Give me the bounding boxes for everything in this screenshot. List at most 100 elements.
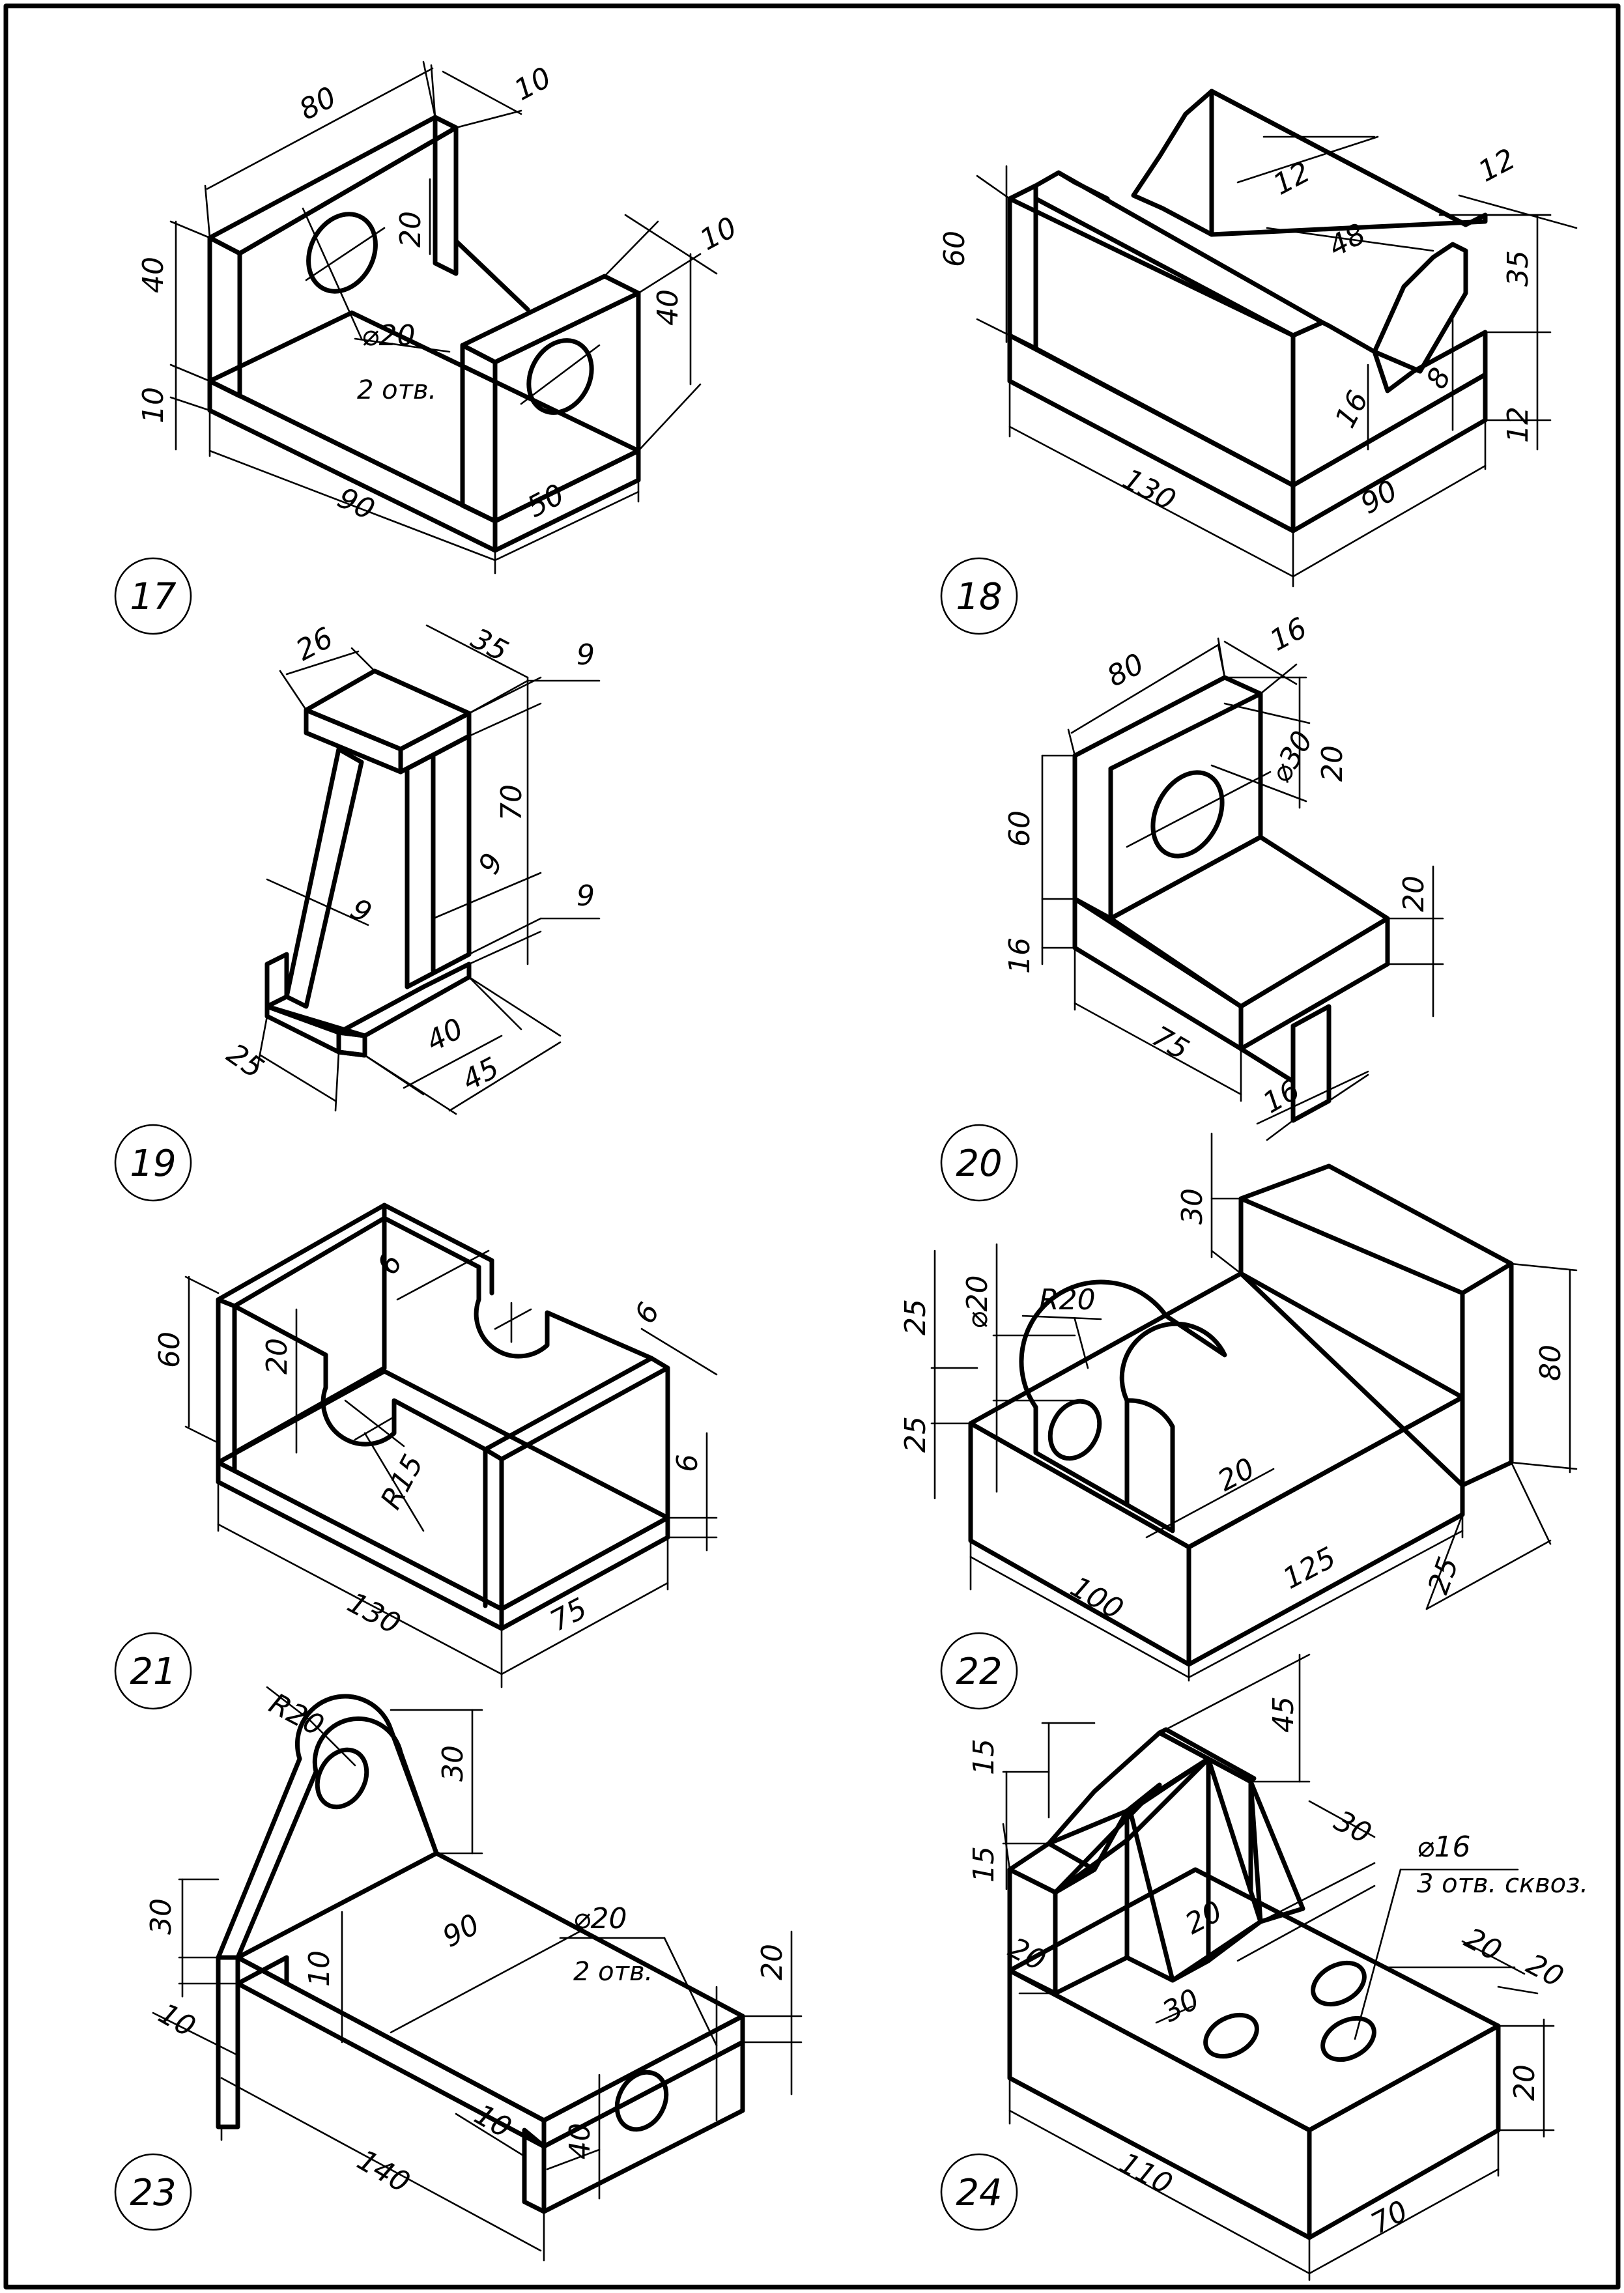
dim-22-4: 25 xyxy=(899,1416,932,1453)
dim-23-7: 10 xyxy=(153,1997,201,2044)
dim-18-8: 130 xyxy=(1117,463,1181,517)
dim-21-5: R15 xyxy=(375,1449,431,1515)
dimension-lines-23 xyxy=(152,1686,803,2262)
dimension-lines-18 xyxy=(976,135,1578,588)
dim-18-9: 90 xyxy=(1355,474,1403,520)
dim-17-5: 40 xyxy=(651,289,685,326)
dim-24-9: 30 xyxy=(1157,1982,1204,2029)
label-circle-20 xyxy=(940,1124,1018,1202)
dim-23-2: 30 xyxy=(145,1898,178,1935)
note-17: 2 отв. xyxy=(357,375,436,405)
dim-24-8: 20 xyxy=(1521,1948,1569,1994)
dim-19-3: 70 xyxy=(495,784,528,821)
dim-24-12: 20 xyxy=(1508,2064,1541,2101)
dim-22-7: 100 xyxy=(1065,1570,1129,1626)
dim-21-3: 6 xyxy=(629,1297,666,1329)
part-21-outline xyxy=(216,1203,670,1631)
label-22: 22 xyxy=(956,1651,1002,1693)
dim-17-4: 40 xyxy=(137,257,170,293)
dim-19-6: 9 xyxy=(577,879,595,913)
dim-24-2: 45 xyxy=(1267,1696,1300,1733)
dim-23-4: 90 xyxy=(437,1907,485,1954)
dim-19-5: 9 xyxy=(472,847,510,879)
sheet-frame xyxy=(3,3,1621,2290)
dim-24-10: 110 xyxy=(1114,2146,1178,2201)
dim-20-7: 75 xyxy=(1147,1019,1195,1066)
dim-17-2: 10 xyxy=(694,210,742,257)
dim-20-3: 20 xyxy=(1316,745,1349,782)
dim-22-6: 20 xyxy=(1212,1451,1260,1498)
part-17-outline xyxy=(207,115,641,553)
dim-23-5: ⌀20 xyxy=(573,1902,627,1935)
dim-19-4: 9 xyxy=(345,892,377,930)
note-23: 2 отв. xyxy=(573,1957,653,1987)
dim-20-2: ⌀30 xyxy=(1264,726,1319,789)
dim-17-9: ⌀20 xyxy=(362,319,415,352)
label-24: 24 xyxy=(956,2172,1002,2214)
drawing-21: 6 60 20 6 6 R15 130 75 21 xyxy=(114,1203,718,1710)
label-circle-18 xyxy=(940,557,1018,635)
label-23: 23 xyxy=(130,2172,176,2214)
dim-19-8: 40 xyxy=(421,1012,468,1058)
dimension-lines-22 xyxy=(930,1132,1578,1682)
dim-19-1: 35 xyxy=(466,622,513,668)
part-23-outline xyxy=(216,1694,745,2214)
dim-23-1: 30 xyxy=(436,1745,470,1782)
label-circle-21 xyxy=(114,1632,192,1710)
part-20-outline xyxy=(1072,675,1390,1123)
dim-20-1: 16 xyxy=(1264,611,1312,657)
dim-21-1: 60 xyxy=(153,1332,186,1368)
dim-22-5: 80 xyxy=(1534,1345,1567,1381)
dimension-lines-20 xyxy=(1041,637,1444,1141)
dim-17-6: 10 xyxy=(137,387,170,423)
dimension-lines-17 xyxy=(169,61,718,575)
dim-23-3: 10 xyxy=(303,1950,336,1987)
label-circle-17 xyxy=(114,557,192,635)
label-circle-23 xyxy=(114,2153,192,2231)
dim-20-0: 80 xyxy=(1102,647,1149,693)
drawing-22: 30 R20 ⌀20 25 25 80 20 100 125 25 22 xyxy=(899,1132,1578,1710)
dimension-lines-19 xyxy=(256,624,601,1115)
dim-22-2: ⌀20 xyxy=(961,1275,994,1329)
label-18: 18 xyxy=(956,576,1002,618)
dim-18-0: 12 xyxy=(1268,155,1315,201)
dim-22-1: R20 xyxy=(1039,1283,1096,1317)
dim-22-3: 25 xyxy=(899,1299,932,1335)
dim-18-7: 12 xyxy=(1502,406,1535,443)
drawing-24: 15 15 45 30 ⌀16 20 20 20 20 30 110 70 20… xyxy=(940,1653,1588,2281)
dim-23-8: 140 xyxy=(352,2143,416,2199)
dim-24-6: 20 xyxy=(1180,1894,1227,1941)
label-21: 21 xyxy=(130,1651,176,1693)
dim-24-4: ⌀16 xyxy=(1417,1830,1470,1864)
dim-22-0: 30 xyxy=(1176,1188,1209,1225)
label-19: 19 xyxy=(130,1143,176,1185)
dim-23-10: 40 xyxy=(563,2123,597,2159)
drawing-20: 80 16 ⌀30 20 60 20 16 75 16 20 xyxy=(940,611,1444,1202)
label-20: 20 xyxy=(956,1143,1002,1185)
dim-19-9: 45 xyxy=(457,1051,504,1097)
label-circle-19 xyxy=(114,1124,192,1202)
dim-21-0: 6 xyxy=(371,1248,409,1280)
part-18-outline xyxy=(1007,89,1488,534)
dim-21-2: 20 xyxy=(261,1338,294,1374)
dim-24-3: 30 xyxy=(1329,1804,1376,1851)
label-circle-24 xyxy=(940,2153,1018,2231)
dim-24-0: 15 xyxy=(967,1739,1001,1775)
dimension-lines-21 xyxy=(184,1249,718,1688)
dim-23-6: 20 xyxy=(756,1944,789,1980)
note-24: 3 отв. сквоз. xyxy=(1417,1869,1588,1899)
dimension-lines-24 xyxy=(1002,1653,1555,2281)
dim-17-1: 10 xyxy=(509,61,556,107)
dim-23-9: 10 xyxy=(469,2098,517,2144)
drawing-23: R20 30 30 10 90 ⌀20 20 10 140 10 40 2 от… xyxy=(114,1686,803,2262)
drawing-19: 26 35 9 70 9 9 9 25 40 45 19 xyxy=(114,621,601,1202)
label-17: 17 xyxy=(130,576,177,618)
dim-19-2: 9 xyxy=(577,638,595,672)
dim-17-3: 20 xyxy=(394,211,427,248)
dim-24-1: 15 xyxy=(967,1846,1001,1883)
dim-18-1: 12 xyxy=(1473,142,1520,188)
dim-18-2: 60 xyxy=(938,231,971,267)
dim-20-6: 16 xyxy=(1003,937,1036,974)
